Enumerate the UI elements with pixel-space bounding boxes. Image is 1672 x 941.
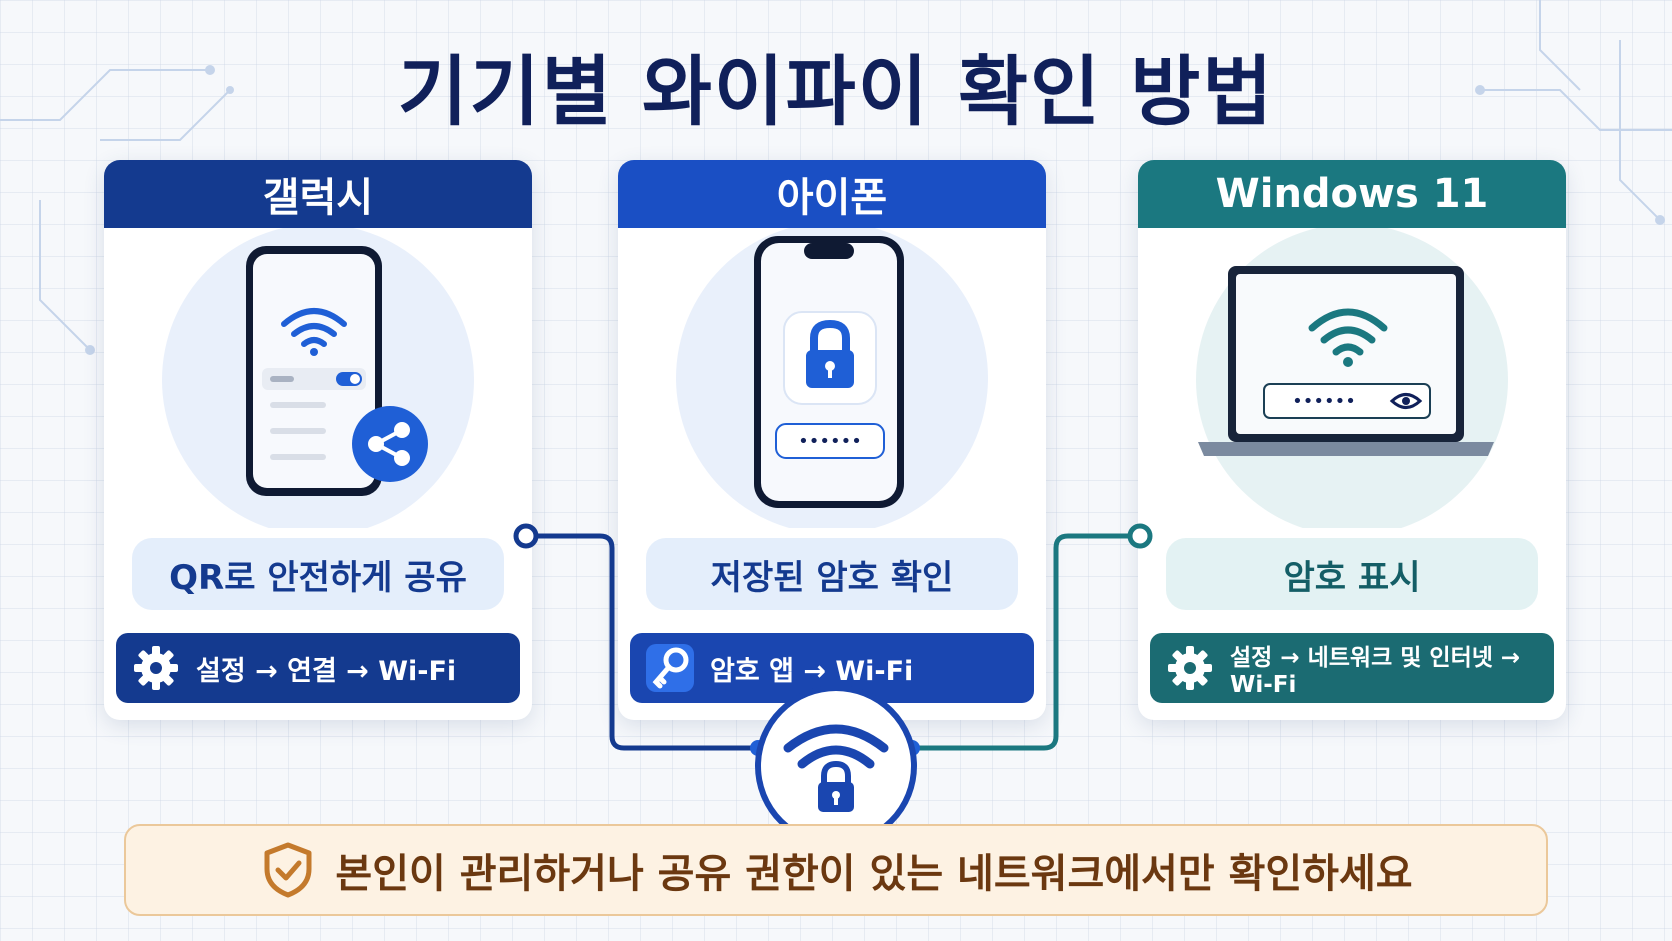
- iphone-feature-label: 저장된 암호 확인: [646, 538, 1018, 610]
- galaxy-phone-illustration: [162, 228, 474, 528]
- notice-banner: 본인이 관리하거나 공유 권한이 있는 네트워크에서만 확인하세요: [124, 824, 1548, 916]
- windows-laptop-illustration: ••••••: [1196, 228, 1508, 528]
- key-icon: [644, 642, 696, 694]
- galaxy-settings-path: 설정 → 연결 → Wi-Fi: [116, 633, 520, 703]
- iphone-path-text: 암호 앱 → Wi-Fi: [710, 655, 914, 687]
- iphone-card: 아이폰 •••••• 저장된 암호 확인 암호 앱 → Wi-Fi: [618, 160, 1046, 720]
- gear-icon: [130, 642, 182, 694]
- windows-feature-label: 암호 표시: [1166, 538, 1538, 610]
- page-title: 기기별 와이파이 확인 방법: [397, 47, 1275, 136]
- iphone-illustration: ••••••: [676, 228, 988, 528]
- gear-icon: [1164, 642, 1216, 694]
- shield-check-icon: [264, 842, 312, 898]
- iphone-card-header: 아이폰: [618, 160, 1046, 228]
- windows-path-text: 설정 → 네트워크 및 인터넷 → Wi-Fi: [1230, 645, 1521, 698]
- lock-icon: [818, 760, 854, 812]
- galaxy-feature-label: QR로 안전하게 공유: [132, 538, 504, 610]
- share-icon: [352, 406, 428, 482]
- galaxy-path-text: 설정 → 연결 → Wi-Fi: [196, 655, 457, 687]
- eye-icon: [1389, 393, 1423, 409]
- iphone-password-mask: ••••••: [798, 431, 862, 452]
- windows-card: Windows 11 •••••• 암호 표시: [1138, 160, 1566, 720]
- galaxy-card: 갤럭시 QR로 안전하게 공유: [104, 160, 532, 720]
- galaxy-card-header: 갤럭시: [104, 160, 532, 228]
- notice-text: 본인이 관리하거나 공유 권한이 있는 네트워크에서만 확인하세요: [335, 851, 1413, 897]
- wifi-icon: [1308, 308, 1388, 356]
- windows-card-header: Windows 11: [1138, 160, 1566, 228]
- wifi-icon: [783, 724, 889, 769]
- windows-password-mask: ••••••: [1292, 391, 1356, 412]
- windows-settings-path: 설정 → 네트워크 및 인터넷 → Wi-Fi: [1150, 633, 1554, 703]
- lock-icon: [806, 319, 854, 388]
- wifi-icon: [281, 308, 347, 347]
- iphone-settings-path: 암호 앱 → Wi-Fi: [630, 633, 1034, 703]
